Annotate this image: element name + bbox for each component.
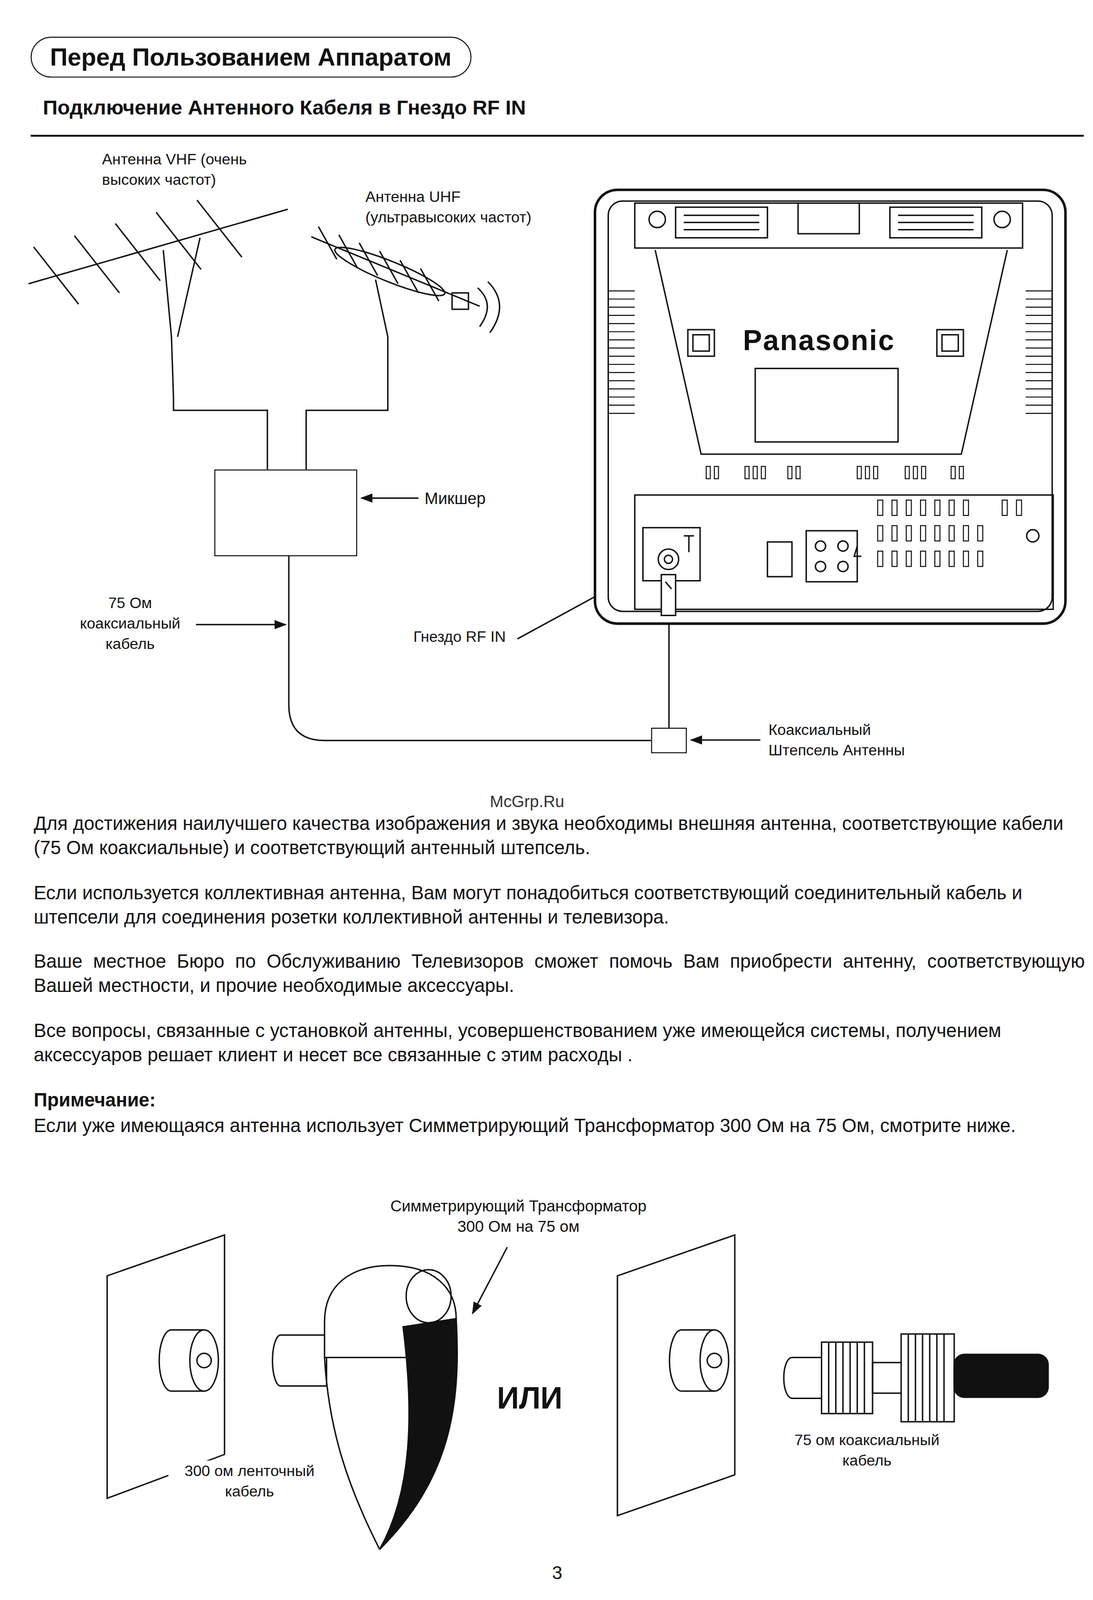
antenna-uhf: Антенна UHF (ультравысоких частот) bbox=[301, 186, 567, 399]
balun-transformer bbox=[272, 1265, 458, 1550]
body-paragraph: Для достижения наилучшего качества изобр… bbox=[33, 811, 1085, 862]
or-word: ИЛИ bbox=[496, 1377, 563, 1418]
mixer-box: Микшер bbox=[214, 469, 358, 557]
antenna-vhf: Антенна VHF (очень высоких частот) bbox=[30, 146, 291, 399]
leader-arrow bbox=[472, 1246, 508, 1314]
tv-set: Panasonic bbox=[593, 188, 1067, 625]
cable-label: 75 Ом коаксиальный кабель bbox=[66, 592, 195, 654]
ribbon-cable-label: 300 ом ленточный кабель bbox=[168, 1460, 331, 1501]
note-heading: Примечание: bbox=[33, 1087, 156, 1113]
leader-arrow bbox=[691, 739, 761, 741]
coaxial-plug bbox=[783, 1333, 1048, 1422]
node-text: Антенна UHF (ультравысоких частот) bbox=[365, 186, 560, 228]
node-text: Микшер bbox=[424, 487, 486, 510]
body-paragraph: Все вопросы, связанные с установкой анте… bbox=[33, 1018, 1085, 1069]
page-title: Перед Пользованием Аппаратом bbox=[30, 36, 471, 77]
uhf-antenna bbox=[311, 226, 500, 399]
tv-rear bbox=[595, 190, 1066, 624]
watermark: McGrp.Ru bbox=[489, 790, 565, 813]
wall-socket bbox=[617, 1235, 735, 1516]
coax-cable-label: 75 ом коаксиальный кабель bbox=[770, 1429, 964, 1471]
body-paragraph: Ваше местное Бюро по Обслуживанию Телеви… bbox=[33, 949, 1085, 999]
node-text: Коаксиальный Штепсель Антенны bbox=[768, 719, 922, 761]
node-text: Panasonic bbox=[742, 322, 895, 361]
note-text: Если уже имеющаяся антенна использует Си… bbox=[33, 1113, 1085, 1139]
node-text: Антенна VHF (очень высоких частот) bbox=[102, 149, 271, 190]
leader-arrow bbox=[196, 623, 286, 626]
jack-label: Гнездо RF IN bbox=[413, 626, 506, 647]
cable-line bbox=[668, 624, 670, 728]
cable-line bbox=[173, 398, 268, 470]
cable-line bbox=[306, 398, 389, 470]
balun-label: Симметрирующий Трансформатор 300 Ом на 7… bbox=[380, 1196, 656, 1238]
rule-line bbox=[30, 134, 1084, 137]
body-paragraph: Если используется коллективная антенна, … bbox=[33, 880, 1085, 931]
leader-arrow bbox=[361, 497, 419, 499]
coax-plug-box: Коаксиальный Штепсель Антенны bbox=[651, 727, 687, 754]
section-heading: Подключение Антенного Кабеля в Гнездо RF… bbox=[42, 94, 526, 122]
cable-line bbox=[288, 556, 652, 741]
vhf-antenna bbox=[28, 199, 288, 399]
wall-socket bbox=[107, 1235, 225, 1499]
page-number: 3 bbox=[551, 1561, 563, 1586]
